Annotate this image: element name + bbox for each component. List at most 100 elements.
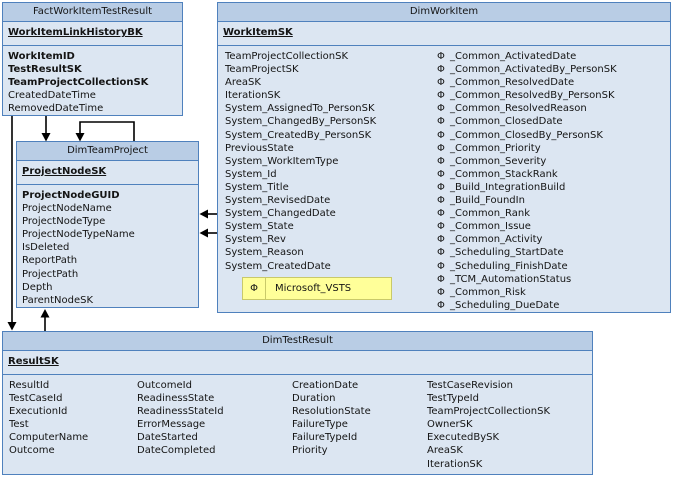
field-row: ProjectNodeGUID	[22, 189, 198, 202]
field-row: System_CreatedBy_PersonSK	[225, 129, 376, 142]
primary-key-row: WorkItemSK	[218, 22, 670, 46]
field-name: _Build_FoundIn	[450, 195, 525, 207]
field-name: ResolutionState	[292, 406, 371, 418]
table-dim-work-item: DimWorkItem WorkItemSK TeamProjectCollec…	[217, 2, 671, 313]
phi-icon: Φ	[437, 116, 445, 128]
field-row: PreviousState	[225, 142, 376, 155]
field-row: Test	[9, 418, 88, 431]
field-row: System_WorkItemType	[225, 155, 376, 168]
field-row: IsDeleted	[22, 241, 198, 254]
field-name: ProjectNodeType	[22, 216, 106, 228]
connector-dim-work-item-to-dim-team-project-1	[199, 209, 217, 219]
field-name: _Common_ResolvedBy_PersonSK	[450, 90, 615, 102]
phi-icon: Φ	[437, 195, 445, 207]
connector-dim-test-result-to-dim-team-project	[40, 309, 50, 331]
field-name: ProjectNodeName	[22, 203, 112, 215]
field-name: Test	[9, 419, 29, 431]
field-name: CreationDate	[292, 380, 359, 391]
field-name: ProjectNodeTypeName	[22, 229, 135, 241]
field-row: System_RevisedDate	[225, 194, 376, 207]
field-name: Depth	[22, 281, 53, 293]
connector-dim-team-project-self	[75, 121, 135, 142]
phi-icon: Φ	[437, 129, 445, 141]
field-row: ResultId	[9, 379, 88, 392]
field-name: System_Title	[225, 181, 289, 193]
field-name: CreatedDateTime	[8, 90, 96, 102]
field-name: ReportPath	[22, 255, 78, 267]
field-row: Φ _Common_Priority	[437, 142, 617, 155]
field-row: System_AssignedTo_PersonSK	[225, 102, 376, 115]
field-row: ResolutionState	[292, 405, 371, 418]
field-name: _Common_Issue	[450, 221, 531, 233]
table-title: FactWorkItemTestResult	[3, 3, 182, 22]
field-row: System_Rev	[225, 233, 376, 246]
field-row: System_Title	[225, 181, 376, 194]
field-name: WorkItemID	[8, 51, 75, 62]
field-name: FailureType	[292, 419, 348, 431]
field-row: ReadinessStateId	[137, 405, 224, 418]
field-name: _Build_IntegrationBuild	[450, 181, 566, 193]
field-row: FailureTypeId	[292, 431, 371, 444]
primary-key-label: ResultSK	[8, 356, 59, 367]
field-name: IterationSK	[427, 458, 483, 470]
field-name: ParentNodeSK	[22, 294, 94, 306]
connector-dim-work-item-to-dim-team-project-2	[199, 228, 217, 238]
field-row: DateStarted	[137, 431, 224, 444]
phi-icon: Φ	[437, 142, 445, 154]
field-name: System_State	[225, 221, 294, 233]
field-row: Φ_Common_ResolvedReason	[437, 102, 617, 115]
field-name: _Common_ResolvedReason	[450, 103, 587, 115]
phi-icon: Φ	[437, 77, 445, 89]
field-name: IsDeleted	[22, 242, 70, 254]
field-row: Priority	[292, 444, 371, 457]
field-row: Φ_Common_ActivatedBy_PersonSK	[437, 63, 617, 76]
field-name: ResultId	[9, 380, 50, 391]
field-row: CreationDate	[292, 379, 371, 392]
field-name: System_ChangedBy_PersonSK	[225, 116, 377, 128]
field-row: Φ_Common_Risk	[437, 286, 617, 299]
field-name: System_AssignedTo_PersonSK	[225, 103, 375, 115]
field-row: OwnerSK	[427, 418, 550, 431]
field-name: _Common_Severity	[450, 155, 547, 167]
field-name: _Scheduling_StartDate	[450, 247, 564, 259]
field-name: _Common_Priority	[450, 142, 541, 154]
field-name: System_CreatedDate	[225, 260, 331, 272]
phi-icon: Φ	[437, 51, 445, 62]
field-name: _Common_ClosedDate	[450, 116, 563, 128]
field-row: Φ_Common_ClosedBy_PersonSK	[437, 129, 617, 142]
field-name: TeamProjectCollectionSK	[225, 51, 349, 62]
field-row: ProjectPath	[22, 268, 198, 281]
field-row: System_Id	[225, 168, 376, 181]
field-row: ReportPath	[22, 254, 198, 267]
phi-icon: Φ	[437, 64, 445, 76]
primary-key-row: ResultSK	[3, 351, 592, 375]
phi-icon: Φ	[437, 286, 445, 298]
table-title: DimTestResult	[3, 332, 592, 351]
field-name: _Common_StackRank	[450, 168, 558, 180]
field-name: Outcome	[9, 445, 55, 457]
field-row: TeamProjectCollectionSK	[225, 50, 376, 63]
field-name: _Common_Rank	[450, 208, 531, 220]
field-row: System_Reason	[225, 246, 376, 259]
field-name: TestResultSK	[8, 64, 82, 76]
table-title: DimWorkItem	[218, 3, 670, 22]
phi-icon: Φ	[243, 278, 266, 299]
field-name: OwnerSK	[427, 419, 473, 431]
field-row: TestTypeId	[427, 392, 550, 405]
field-name: ReadinessState	[137, 393, 215, 405]
field-name: _Scheduling_FinishDate	[450, 260, 568, 272]
field-row: ExecutionId	[9, 405, 88, 418]
field-name: _TCM_AutomationStatus	[450, 273, 572, 285]
table-fact-work-item-test-result: FactWorkItemTestResult WorkItemLinkHisto…	[2, 2, 183, 116]
phi-icon: Φ	[437, 168, 445, 180]
field-row: Depth	[22, 281, 198, 294]
field-row: TestResultSK	[8, 63, 182, 76]
phi-icon: Φ	[437, 155, 445, 167]
